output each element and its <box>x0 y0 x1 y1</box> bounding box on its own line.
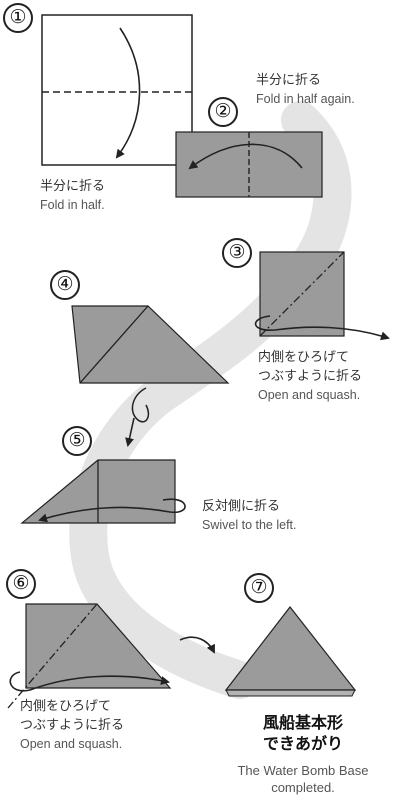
step5-caption: 反対側に折る Swivel to the left. <box>202 497 297 534</box>
step-path-ribbon <box>69 101 352 699</box>
step1-caption-jp: 半分に折る <box>40 179 106 194</box>
step1-caption: 半分に折る Fold in half. <box>40 177 105 214</box>
step6-figure <box>7 603 172 709</box>
final-caption-en-1: The Water Bomb Base <box>237 763 369 778</box>
final-caption: 風船基本形 できあがり The Water Bomb Base complete… <box>208 712 398 796</box>
step-number-6: ⑥ <box>6 569 36 599</box>
step2-caption-jp: 半分に折る <box>256 73 322 88</box>
step3-caption-en: Open and squash. <box>258 388 361 402</box>
step2-caption: 半分に折る Fold in half again. <box>256 71 355 108</box>
step4-figure <box>71 305 230 384</box>
step2-figure <box>175 131 323 198</box>
step5-caption-jp: 反対側に折る <box>202 499 281 514</box>
step2-caption-en: Fold in half again. <box>256 92 355 106</box>
step5-caption-en: Swivel to the left. <box>202 518 297 532</box>
step-number-7: ⑦ <box>244 573 274 603</box>
final-title-2: できあがり <box>262 734 343 753</box>
step6-caption: 内側をひろげて つぶすように折る Open and squash. <box>20 697 124 753</box>
step1-figure <box>41 14 193 166</box>
step-number-1: ① <box>3 3 33 33</box>
step6-caption-jp-1: 内側をひろげて <box>20 699 112 714</box>
step6-caption-jp-2: つぶすように折る <box>20 718 125 733</box>
step-number-2: ② <box>208 97 238 127</box>
step-number-3: ③ <box>222 238 252 268</box>
step3-caption-jp-2: つぶすように折る <box>258 369 363 384</box>
result-arrow <box>179 636 215 654</box>
step1-caption-en: Fold in half. <box>40 198 105 212</box>
step-number-4: ④ <box>50 270 80 300</box>
step7-figure <box>224 606 357 697</box>
step3-figure <box>254 251 390 341</box>
final-caption-en-2: completed. <box>271 780 335 795</box>
step6-caption-en: Open and squash. <box>20 737 123 751</box>
step3-caption: 内側をひろげて つぶすように折る Open and squash. <box>258 348 362 404</box>
step5-figure <box>20 459 186 524</box>
turn-over-icon <box>125 387 150 447</box>
final-title-1: 風船基本形 <box>262 713 343 732</box>
step3-caption-jp-1: 内側をひろげて <box>258 350 350 365</box>
step-number-5: ⑤ <box>62 426 92 456</box>
